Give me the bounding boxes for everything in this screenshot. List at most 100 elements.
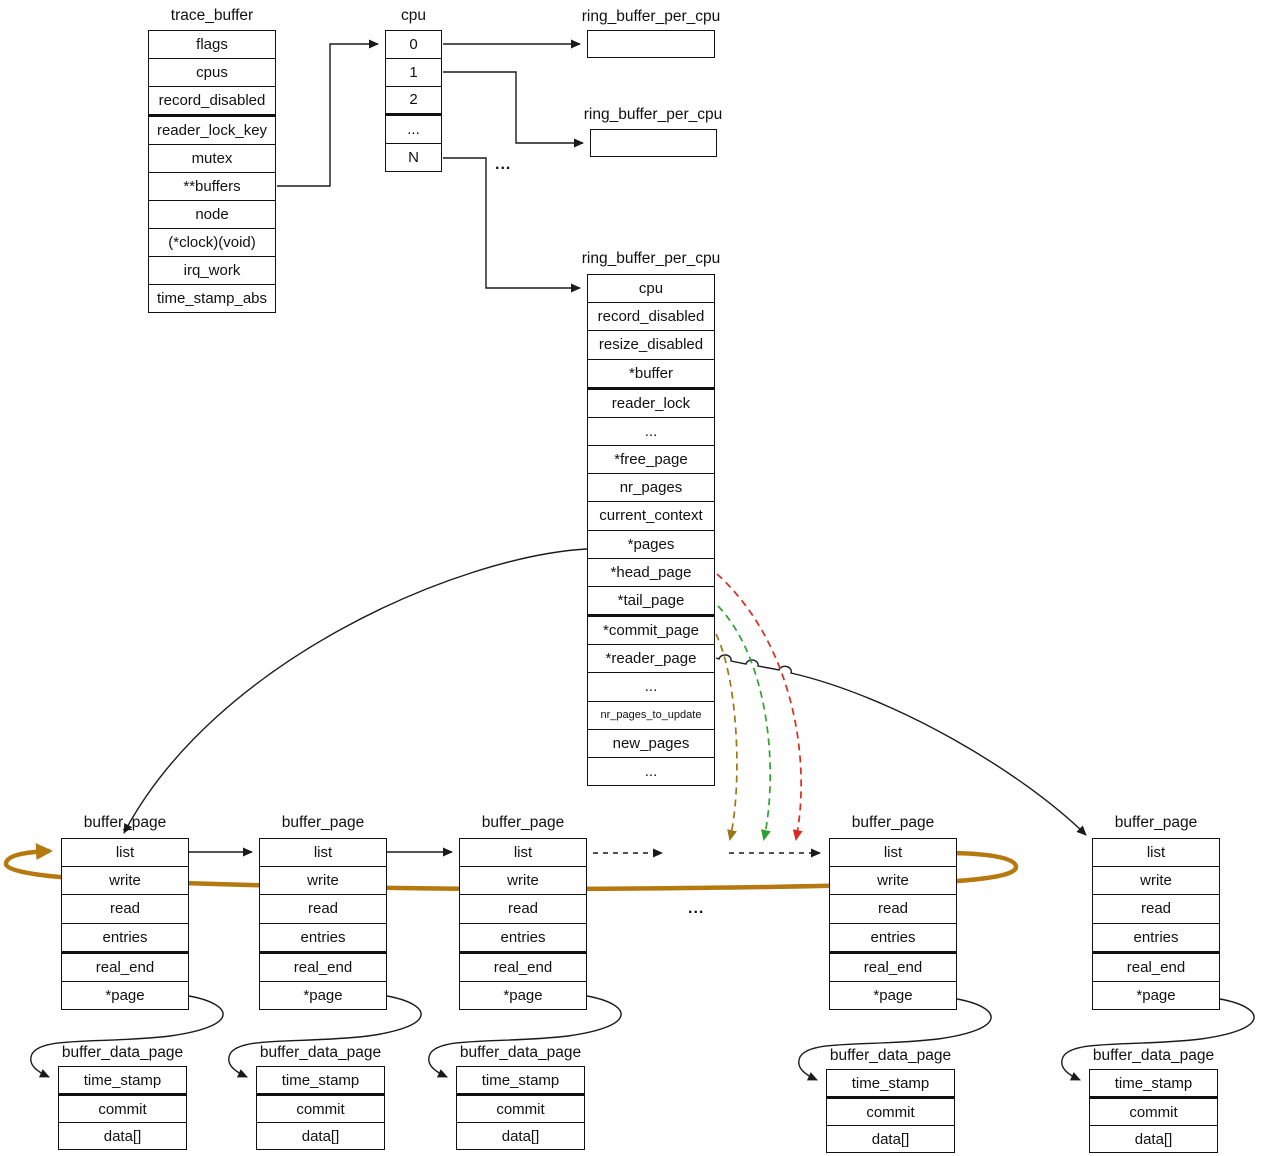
- struct-row: irq_work: [149, 257, 275, 285]
- struct-row: entries: [62, 924, 188, 954]
- struct-row: real_end: [62, 954, 188, 982]
- pointer-reader-page-to-buffer-page-5: [715, 654, 1087, 836]
- buffer-data-page-4-label: buffer_data_page: [829, 1047, 952, 1064]
- struct-row: commit: [59, 1096, 186, 1123]
- struct-row: *page: [873, 986, 913, 1004]
- struct-row: time_stamp: [257, 1067, 384, 1096]
- struct-row: resize_disabled: [588, 331, 714, 360]
- pointer-buffers-to-cpu: [277, 39, 379, 187]
- struct-row: real_end: [1093, 954, 1219, 982]
- struct-row: ...: [588, 673, 714, 702]
- struct-row: list: [830, 839, 956, 868]
- struct-row: read: [260, 895, 386, 924]
- struct-row: read: [830, 895, 956, 924]
- buffer-data-page-2-label: buffer_data_page: [259, 1044, 382, 1061]
- struct-row: entries: [260, 924, 386, 954]
- struct-row: write: [260, 867, 386, 896]
- struct-row: reader_lock: [588, 390, 714, 418]
- struct-row: real_end: [460, 954, 586, 982]
- struct-row: data[]: [103, 1127, 142, 1145]
- buffer-page-more-dots: ...: [688, 900, 705, 917]
- buffer-data-page-5-label: buffer_data_page: [1092, 1047, 1215, 1064]
- struct-row: *reader_page: [588, 645, 714, 674]
- struct-row: data[]: [301, 1127, 340, 1145]
- struct-row: record_disabled: [588, 303, 714, 332]
- struct-row: commit: [257, 1096, 384, 1123]
- struct-row: cpu: [588, 275, 714, 304]
- struct-row: time_stamp: [59, 1067, 186, 1096]
- struct-row: cpus: [149, 59, 275, 87]
- struct-row: reader_lock_key: [149, 117, 275, 145]
- struct-row: data[]: [871, 1130, 910, 1148]
- struct-row: flags: [149, 31, 275, 59]
- buffer-data-page-1-label: buffer_data_page: [61, 1044, 184, 1061]
- struct-row: *commit_page: [588, 617, 714, 646]
- pointer-page-to-data-page-5: [1061, 998, 1255, 1081]
- struct-row: write: [1093, 867, 1219, 896]
- struct-row: *page: [1136, 986, 1176, 1004]
- struct-row: entries: [1093, 924, 1219, 954]
- struct-row: 2: [386, 87, 441, 117]
- struct-row: ...: [588, 418, 714, 447]
- pointer-pages-to-buffer-page-1: [123, 548, 588, 834]
- trace-buffer-label: trace_buffer: [170, 7, 254, 24]
- struct-row: write: [62, 867, 188, 896]
- struct-row: time_stamp: [1090, 1070, 1217, 1099]
- struct-row: mutex: [149, 145, 275, 173]
- buffer-page-5-label: buffer_page: [1114, 814, 1198, 831]
- struct-row: read: [62, 895, 188, 924]
- struct-row: real_end: [260, 954, 386, 982]
- struct-row: list: [1093, 839, 1219, 868]
- struct-row: real_end: [830, 954, 956, 982]
- struct-row: read: [1093, 895, 1219, 924]
- struct-row: write: [460, 867, 586, 896]
- buffer-page-4-label: buffer_page: [851, 814, 935, 831]
- struct-row: data[]: [501, 1127, 540, 1145]
- struct-row: entries: [830, 924, 956, 954]
- buffer-page-3-label: buffer_page: [481, 814, 565, 831]
- rbpc0-label: ring_buffer_per_cpu: [581, 8, 721, 25]
- struct-row: write: [830, 867, 956, 896]
- struct-row: node: [149, 201, 275, 229]
- link-commit-page: [715, 633, 738, 841]
- struct-row: entries: [460, 924, 586, 954]
- rbpc0-struct: [587, 30, 715, 58]
- struct-row: record_disabled: [149, 87, 275, 117]
- buffer-page-2-label: buffer_page: [281, 814, 365, 831]
- struct-row: 1: [386, 59, 441, 87]
- struct-row: list: [460, 839, 586, 868]
- buffer-data-page-3-label: buffer_data_page: [459, 1044, 582, 1061]
- struct-row: nr_pages: [588, 474, 714, 503]
- struct-row: *buffer: [588, 360, 714, 390]
- link-head-page: [716, 573, 803, 841]
- struct-row: *head_page: [588, 559, 714, 587]
- struct-row: nr_pages_to_update: [588, 702, 714, 730]
- pointer-cpuN-to-rbpc: [443, 157, 581, 293]
- struct-row: *pages: [588, 531, 714, 559]
- struct-row: new_pages: [588, 730, 714, 758]
- struct-row: commit: [827, 1099, 954, 1126]
- struct-row: *page: [303, 986, 343, 1004]
- struct-row: list: [260, 839, 386, 868]
- rbpc1-struct: [590, 129, 717, 157]
- struct-row: current_context: [588, 502, 714, 531]
- cpu-array-label: cpu: [401, 7, 426, 24]
- struct-row: (*clock)(void): [149, 229, 275, 257]
- link-tail-page: [717, 605, 772, 841]
- struct-row: time_stamp_abs: [156, 290, 268, 307]
- struct-row: list: [62, 839, 188, 868]
- struct-row: **buffers: [149, 173, 275, 201]
- struct-row: N: [408, 149, 419, 167]
- pointer-page-to-data-page-4: [798, 998, 992, 1081]
